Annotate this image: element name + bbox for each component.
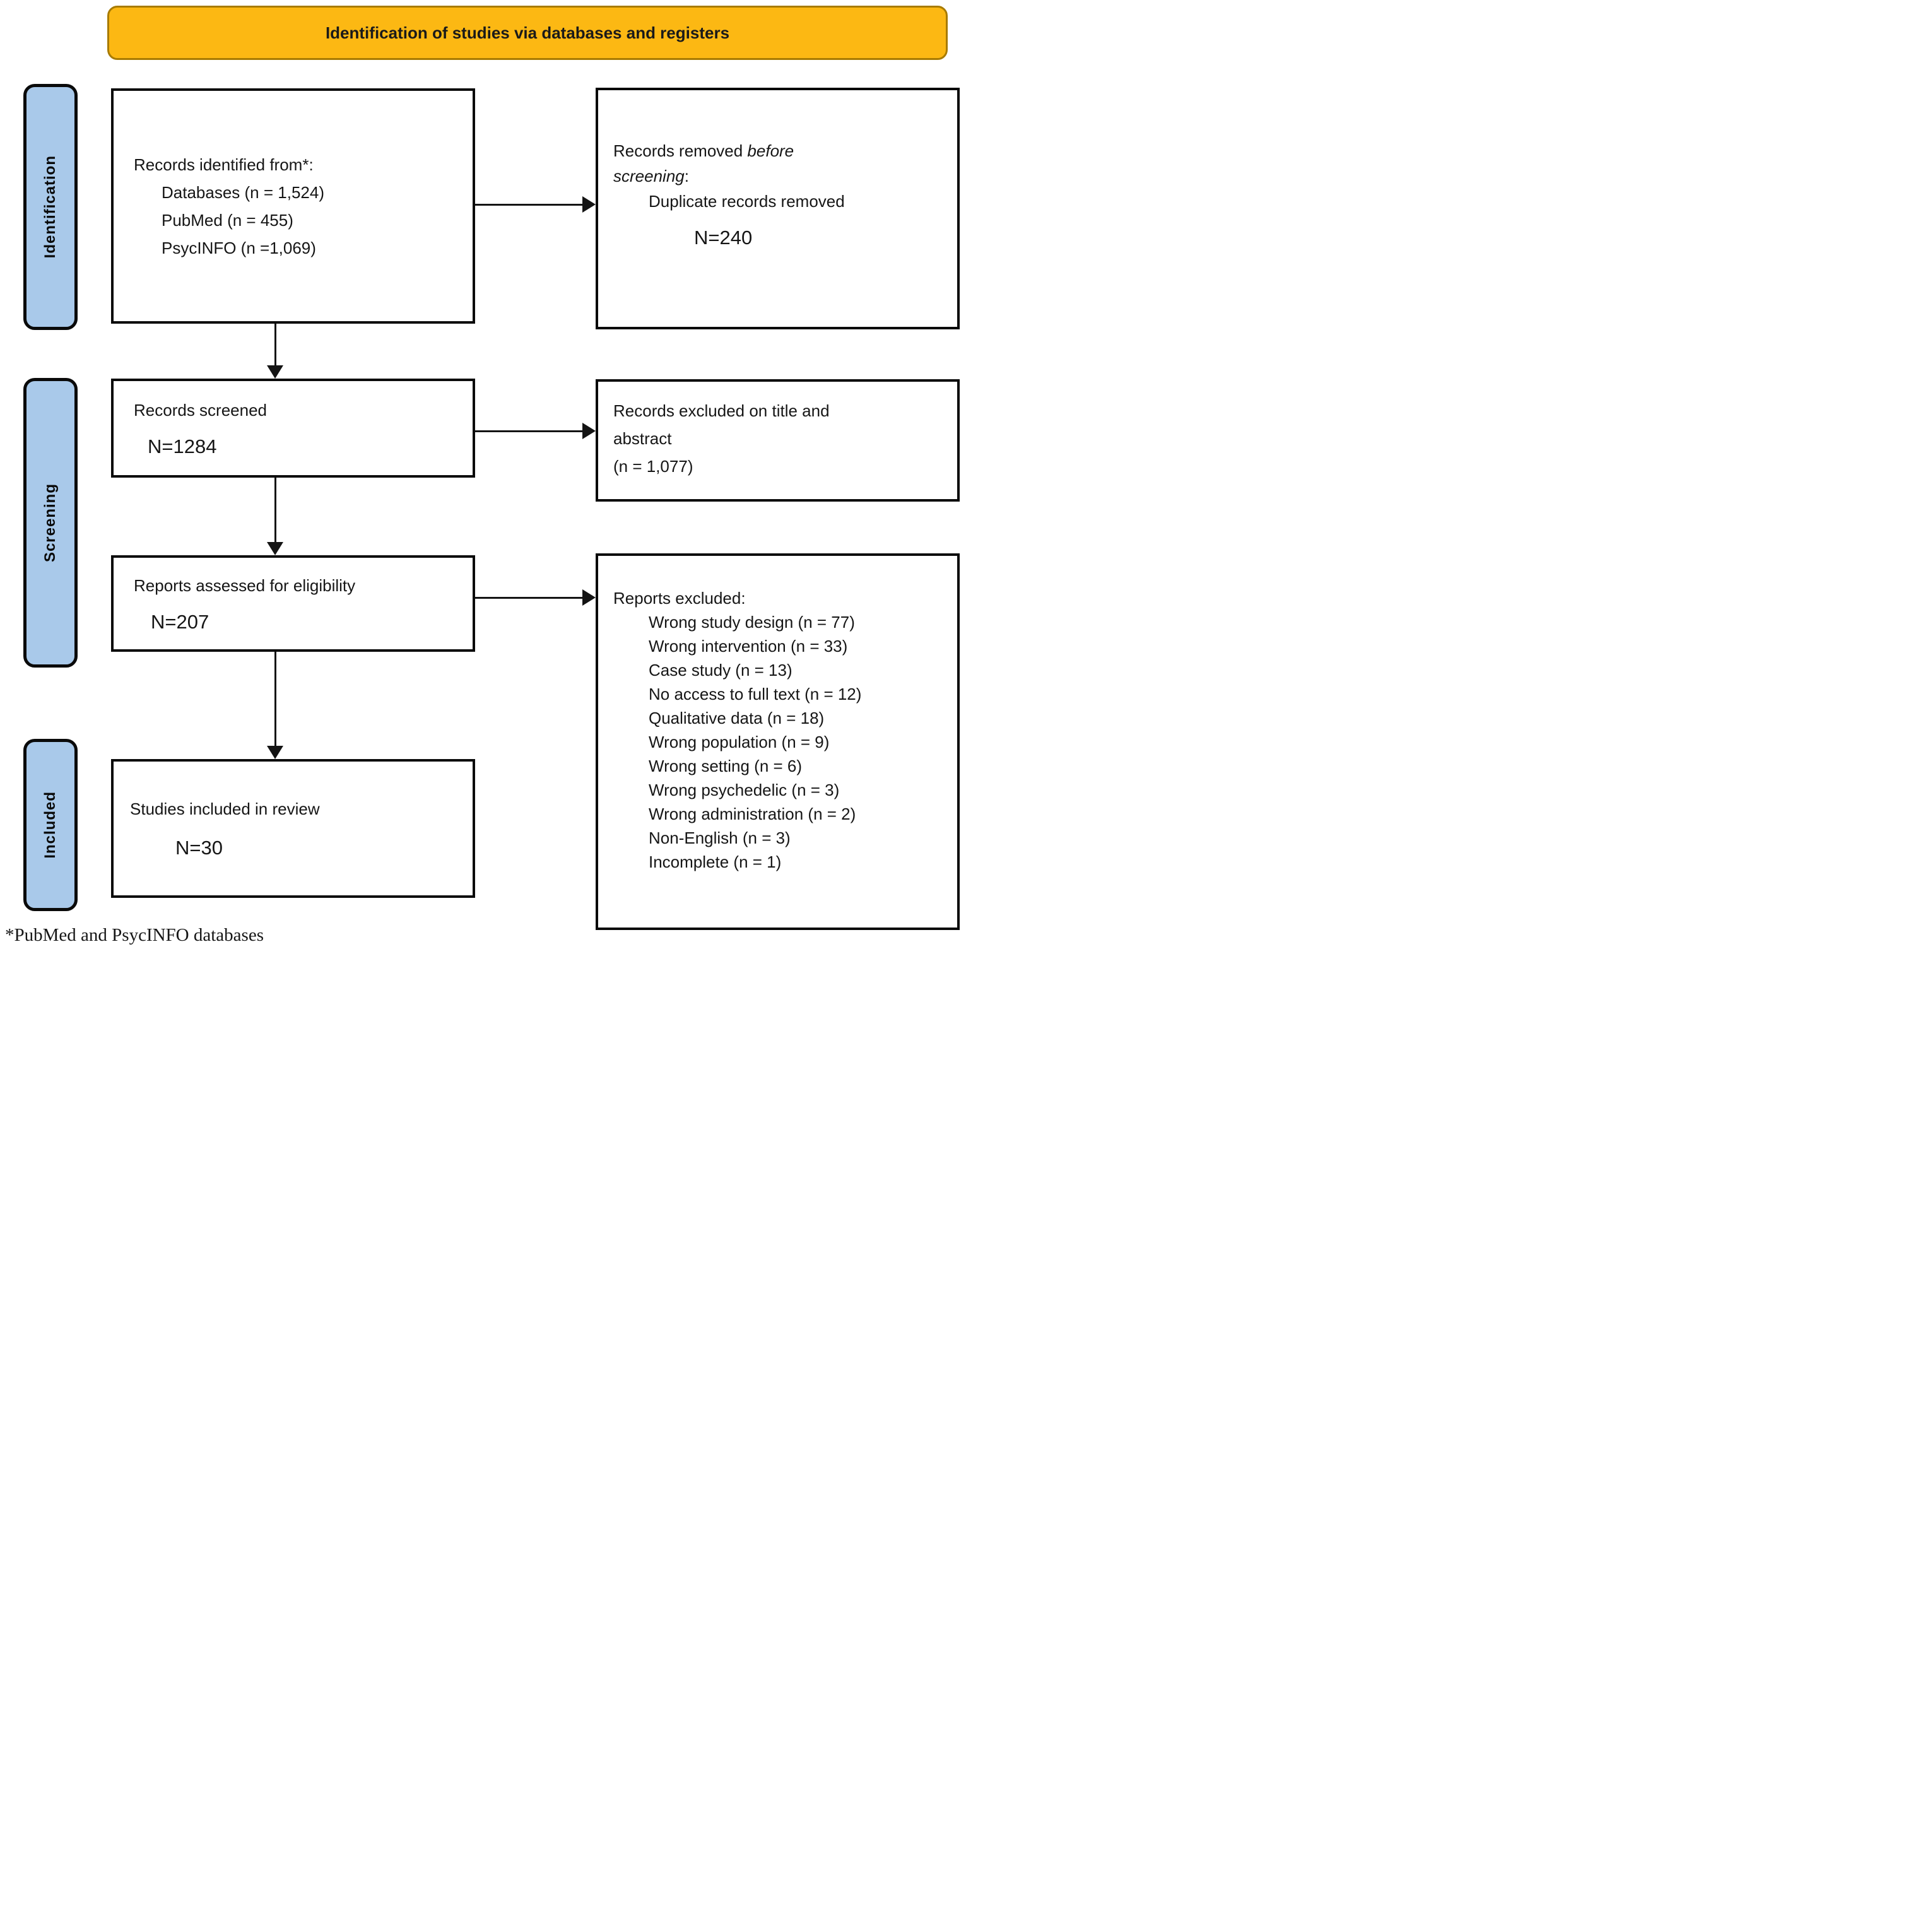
footnote: *PubMed and PsycINFO databases [5, 925, 264, 945]
arrow-head-icon [267, 746, 283, 759]
reports-assessed-title: Reports assessed for eligibility [134, 575, 356, 595]
records-identified-item: PsycINFO (n =1,069) [162, 238, 316, 257]
records-removed-line1: Records removed before [613, 138, 945, 163]
arrow-assessed-to-reports-excluded [475, 589, 596, 606]
arrow-screened-to-excluded [475, 423, 596, 439]
reports-excluded-item: Wrong setting (n = 6) [649, 757, 803, 775]
arrow-head-icon [267, 542, 283, 555]
arrow-line [274, 324, 276, 365]
stage-label-included-text: Included [42, 791, 59, 859]
arrow-identified-to-removed [475, 196, 596, 213]
stage-label-screening: Screening [23, 378, 78, 668]
reports-excluded-item: Wrong administration (n = 2) [649, 804, 856, 823]
arrow-line [274, 478, 276, 542]
box-reports-assessed: Reports assessed for eligibility N=207 [111, 555, 475, 652]
studies-included-title: Studies included in review [130, 799, 320, 818]
records-removed-line1-italic: before [747, 141, 794, 160]
records-identified-title: Records identified from*: [134, 155, 314, 174]
banner-title: Identification of studies via databases … [325, 23, 730, 42]
box-studies-included: Studies included in review N=30 [111, 759, 475, 898]
records-screened-count: N=1284 [148, 435, 217, 457]
reports-excluded-item: Non-English (n = 3) [649, 828, 791, 847]
arrow-head-icon [582, 423, 596, 439]
reports-excluded-item: Qualitative data (n = 18) [649, 709, 825, 727]
reports-excluded-item: Wrong intervention (n = 33) [649, 637, 848, 656]
reports-assessed-count: N=207 [151, 610, 209, 633]
box-records-removed-before-screening: Records removed before screening: Duplic… [596, 88, 960, 329]
arrow-assessed-to-included [267, 652, 283, 759]
reports-excluded-item: Case study (n = 13) [649, 661, 792, 680]
stage-label-identification-text: Identification [42, 155, 59, 259]
records-identified-item: Databases (n = 1,524) [162, 182, 324, 202]
arrow-line [475, 203, 582, 206]
records-removed-detail: Duplicate records removed [649, 192, 845, 211]
arrow-line [475, 596, 582, 599]
reports-excluded-item: Incomplete (n = 1) [649, 852, 782, 871]
records-removed-line2: screening: [613, 163, 945, 189]
prisma-flow-diagram: Identification of studies via databases … [0, 0, 966, 966]
arrow-head-icon [267, 365, 283, 379]
banner-identification-of-studies: Identification of studies via databases … [107, 6, 948, 60]
box-records-identified: Records identified from*: Databases (n =… [111, 88, 475, 324]
records-removed-line2-italic: screening [613, 167, 685, 186]
records-excluded-line: (n = 1,077) [613, 457, 693, 476]
reports-excluded-item: Wrong population (n = 9) [649, 733, 830, 751]
stage-label-identification: Identification [23, 84, 78, 330]
box-records-screened: Records screened N=1284 [111, 379, 475, 478]
records-excluded-line: abstract [613, 429, 672, 448]
records-removed-line2-normal: : [684, 167, 689, 186]
reports-excluded-item: Wrong study design (n = 77) [649, 613, 855, 632]
arrow-line [274, 652, 276, 746]
arrow-head-icon [582, 589, 596, 606]
arrow-line [475, 430, 582, 432]
records-excluded-line: Records excluded on title and [613, 401, 830, 420]
arrow-screened-to-assessed [267, 478, 283, 555]
reports-excluded-item: No access to full text (n = 12) [649, 685, 862, 704]
records-removed-count: N=240 [694, 227, 753, 249]
stage-label-included: Included [23, 739, 78, 911]
arrow-identified-to-screened [267, 324, 283, 379]
studies-included-count: N=30 [175, 837, 223, 859]
arrow-head-icon [582, 196, 596, 213]
records-screened-title: Records screened [134, 400, 267, 420]
box-reports-excluded: Reports excluded: Wrong study design (n … [596, 553, 960, 930]
reports-excluded-title: Reports excluded: [613, 589, 746, 608]
records-identified-item: PubMed (n = 455) [162, 210, 293, 230]
reports-excluded-item: Wrong psychedelic (n = 3) [649, 780, 840, 799]
stage-label-screening-text: Screening [42, 483, 59, 563]
records-removed-line1-normal: Records removed [613, 141, 748, 160]
box-records-excluded: Records excluded on title and abstract (… [596, 379, 960, 502]
